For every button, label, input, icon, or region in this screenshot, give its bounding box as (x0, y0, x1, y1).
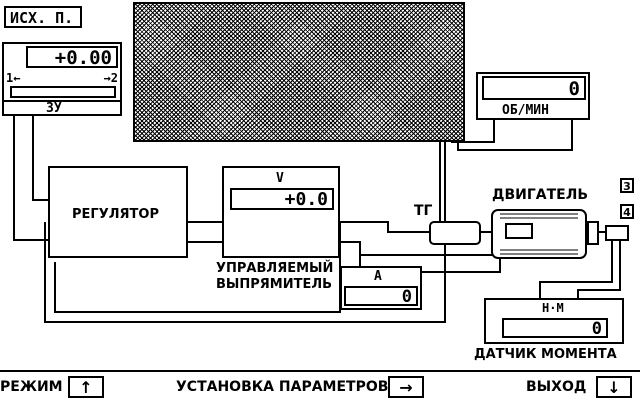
setpoint-right-marker: →2 (103, 71, 118, 85)
footer-mode-label: РЕЖИМ (0, 379, 63, 395)
footer-exit-label: ВЫХОД (526, 379, 587, 395)
setpoint-unit[interactable]: +0.00 1← →2 ЗУ (2, 42, 122, 116)
button-4[interactable]: 4 (620, 204, 634, 219)
exit-down-button[interactable]: ↓ (596, 376, 632, 398)
footer-divider (0, 370, 640, 372)
torque-sensor: Н·М 0 (484, 298, 624, 344)
torque-caption: ДАТЧИК МОМЕНТА (474, 347, 617, 362)
rectifier-caption-line1: УПРАВЛЯЕМЫЙ (216, 261, 334, 276)
setpoint-caption: ЗУ (46, 101, 62, 116)
motor-label: ДВИГАТЕЛЬ (492, 187, 589, 203)
oscilloscope-screen (133, 2, 465, 142)
ammeter-display: 0 (344, 286, 418, 306)
tacho-label: ТГ (414, 203, 433, 219)
params-right-button[interactable]: → (388, 376, 424, 398)
rectifier-block[interactable]: V +0.0 (222, 166, 340, 258)
button-3[interactable]: 3 (620, 178, 634, 193)
setpoint-display: +0.00 (26, 46, 118, 68)
voltmeter-label: V (276, 171, 284, 186)
rectifier-caption-line2: ВЫПРЯМИТЕЛЬ (216, 277, 333, 292)
setpoint-left-marker: 1← (6, 71, 21, 85)
mode-indicator-label: ИСХ. П. (10, 9, 74, 27)
motor (492, 210, 586, 258)
mode-up-button[interactable]: ↑ (68, 376, 104, 398)
ammeter-label: A (374, 269, 382, 284)
torque-unit: Н·М (542, 301, 564, 315)
setpoint-divider (4, 100, 120, 102)
regulator-label: РЕГУЛЯТОР (72, 207, 159, 222)
footer-params-label: УСТАНОВКА ПАРАМЕТРОВ (176, 379, 389, 395)
mode-indicator: ИСХ. П. (4, 6, 82, 28)
regulator-block[interactable]: РЕГУЛЯТОР (48, 166, 188, 258)
speed-unit: ОБ/МИН (502, 103, 549, 118)
voltmeter-display: +0.0 (230, 188, 334, 210)
speed-meter: 0 ОБ/МИН (476, 72, 590, 120)
setpoint-slider[interactable] (10, 86, 116, 98)
torque-display: 0 (502, 318, 608, 338)
ammeter: A 0 (340, 266, 422, 310)
speed-display: 0 (482, 76, 586, 100)
